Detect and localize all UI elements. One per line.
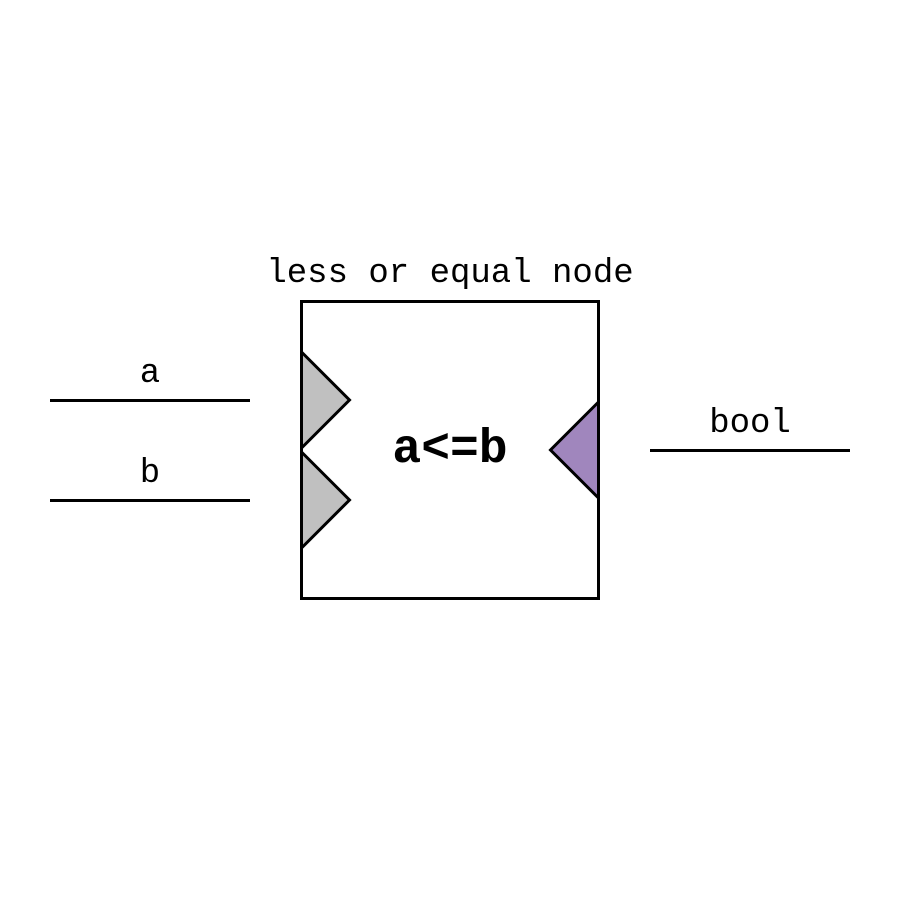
output-port-bool[interactable] xyxy=(548,398,600,502)
input-label-a: a xyxy=(140,355,160,393)
input-label-b: b xyxy=(140,455,160,493)
input-port-a[interactable] xyxy=(300,348,352,452)
input-port-b[interactable] xyxy=(300,448,352,552)
node-title: less or equal node xyxy=(266,255,633,293)
node-expression: a<=b xyxy=(392,423,507,477)
output-label-bool: bool xyxy=(709,405,791,443)
